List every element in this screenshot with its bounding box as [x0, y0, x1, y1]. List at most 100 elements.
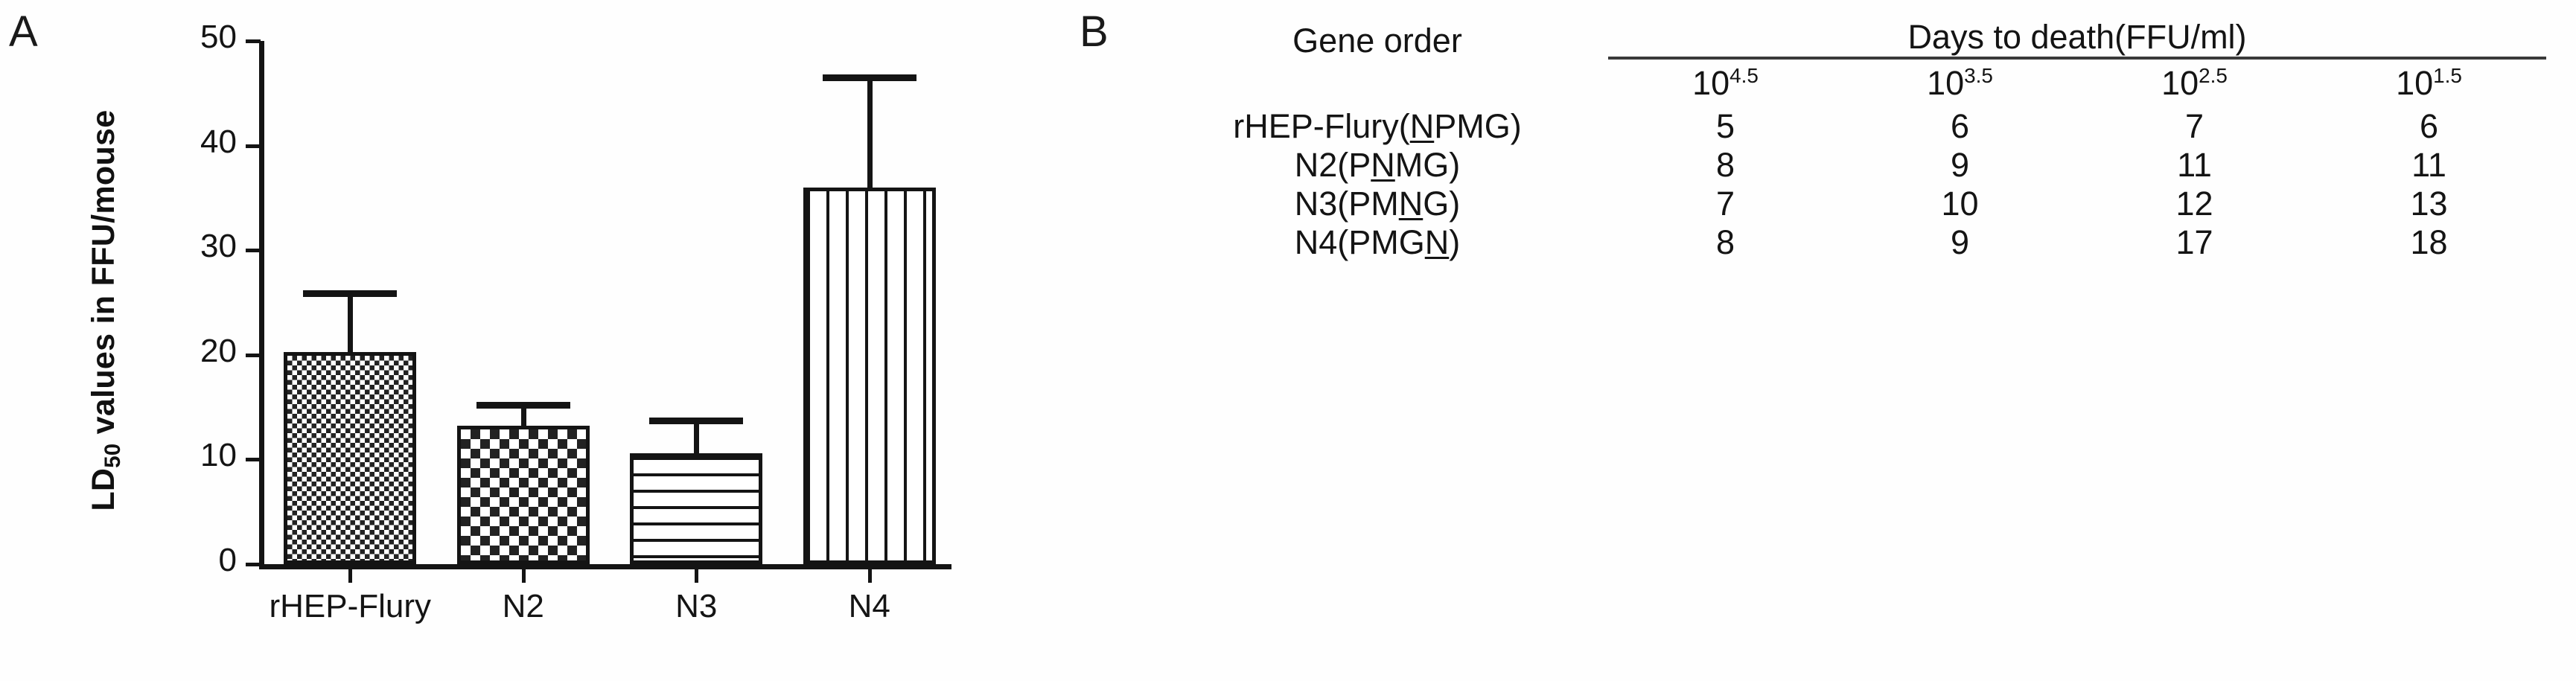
dose-exponent: 4.5 [1729, 64, 1759, 87]
panel-a-label: A [9, 7, 38, 56]
y-axis-title-suffix: values in FFU/mouse [85, 109, 121, 444]
bar-n4 [803, 187, 936, 564]
gene-order-moved-gene: N [1409, 107, 1435, 145]
bar-rhep-flury [284, 351, 417, 564]
y-axis-tick-label: 0 [218, 542, 237, 578]
days-to-death-value: 10 [1941, 185, 1979, 223]
bar-n3 [630, 453, 763, 564]
days-to-death-value: 5 [1715, 107, 1735, 145]
y-axis-title-subscript: 50 [101, 443, 126, 468]
gene-order-moved-gene: N [1398, 185, 1424, 223]
y-axis-tick [246, 144, 261, 148]
x-axis-tick [521, 569, 526, 583]
dose-header-3-5: 103.5 [1843, 64, 2077, 103]
table-rule-under-days-header [1147, 57, 2546, 64]
days-to-death-header: Days to death(FFU/ml) [1907, 18, 2247, 56]
dose-exponent: 2.5 [2199, 64, 2228, 87]
days-to-death-value: 9 [1950, 223, 1970, 261]
panel-b-label: B [1080, 7, 1109, 56]
gene-order-header: Gene order [1292, 22, 1462, 60]
table-rule-bottom [1147, 262, 2546, 266]
days-to-death-value: 7 [2184, 107, 2204, 145]
gene-order-prefix: N4(PMG [1294, 223, 1425, 261]
y-axis-tick [246, 249, 261, 253]
y-axis-tick [246, 39, 261, 43]
error-bar-stem [348, 290, 354, 352]
y-axis-tick [246, 458, 261, 462]
dose-base: 10 [2161, 64, 2199, 102]
gene-order-suffix: MG) [1394, 146, 1461, 184]
table-row: N3(PMNG) 7 10 12 13 [1147, 185, 2546, 223]
gene-order-cell: N2(PNMG) [1147, 146, 1608, 185]
dose-header-1-5: 101.5 [2312, 64, 2546, 103]
gene-order-cell: N4(PMGN) [1147, 223, 1608, 262]
days-to-death-value: 6 [1950, 107, 1970, 145]
gene-order-moved-gene: N [1371, 146, 1395, 184]
days-to-death-value: 8 [1715, 223, 1735, 261]
days-to-death-value: 18 [2410, 223, 2448, 261]
dose-exponent: 3.5 [1964, 64, 1993, 87]
gene-order-moved-gene: N [1424, 223, 1450, 261]
panel-b: B Gene order Days to death(FFU/ml) 104.5… [1072, 0, 2576, 681]
y-axis-tick [246, 563, 261, 566]
error-bar-cap [303, 290, 398, 297]
gene-order-prefix: rHEP-Flury( [1233, 107, 1410, 145]
y-axis-tick-label: 50 [200, 19, 237, 55]
x-axis-tick-label: N4 [848, 588, 890, 624]
error-bar-cap [476, 402, 570, 409]
dose-exponent: 1.5 [2433, 64, 2462, 87]
y-axis-line [259, 41, 264, 569]
bar-n2 [456, 426, 590, 564]
dose-base: 10 [1692, 64, 1730, 102]
error-bar-stem [520, 402, 526, 426]
x-axis-tick [348, 569, 353, 583]
x-axis-tick [867, 569, 872, 583]
x-axis-tick-label: N3 [675, 588, 718, 624]
days-to-death-value: 7 [1715, 185, 1735, 223]
days-to-death-value: 13 [2410, 185, 2448, 223]
x-axis-tick [695, 569, 699, 583]
dose-row-spacer [1147, 64, 1608, 103]
days-to-death-value: 6 [2419, 107, 2439, 145]
table-row: N4(PMGN) 8 9 17 18 [1147, 223, 2546, 262]
y-axis-tick [246, 353, 261, 357]
error-bar-stem [867, 74, 873, 188]
y-axis-tick-label: 10 [200, 437, 237, 474]
days-to-death-value: 17 [2175, 223, 2213, 261]
days-to-death-value: 11 [2411, 146, 2446, 184]
x-axis-tick-label: N2 [502, 588, 544, 624]
gene-order-cell: rHEP-Flury(NPMG) [1147, 107, 1608, 146]
days-to-death-value: 11 [2177, 146, 2212, 184]
days-to-death-value: 12 [2175, 185, 2213, 223]
error-bar-stem [694, 418, 700, 453]
y-axis-tick-label: 40 [200, 123, 237, 160]
x-axis-tick-label: rHEP-Flury [269, 588, 432, 624]
dose-header-4-5: 104.5 [1608, 64, 1843, 103]
x-axis-line [259, 564, 951, 569]
y-axis-title: LD50 values in FFU/mouse [86, 28, 126, 593]
table-row: rHEP-Flury(NPMG) 5 6 7 6 [1147, 107, 2546, 146]
gene-order-cell: N3(PMNG) [1147, 185, 1608, 223]
table-row: N2(PNMG) 8 9 11 11 [1147, 146, 2546, 185]
gene-order-suffix: PMG) [1434, 107, 1522, 145]
y-axis-title-prefix: LD [85, 467, 121, 511]
table-header-row-1: Gene order Days to death(FFU/ml) [1147, 18, 2546, 60]
y-axis-tick-label: 30 [200, 228, 237, 265]
gene-order-suffix: ) [1449, 223, 1461, 261]
dose-base: 10 [2396, 64, 2434, 102]
y-axis-tick-label: 20 [200, 332, 237, 369]
dose-base: 10 [1927, 64, 1965, 102]
error-bar-cap [822, 74, 916, 81]
dose-header-2-5: 102.5 [2077, 64, 2312, 103]
gene-order-prefix: N2(P [1294, 146, 1371, 184]
days-to-death-value: 9 [1950, 146, 1970, 184]
error-bar-cap [649, 418, 744, 425]
gene-order-suffix: G) [1423, 185, 1461, 223]
days-to-death-value: 8 [1715, 146, 1735, 184]
